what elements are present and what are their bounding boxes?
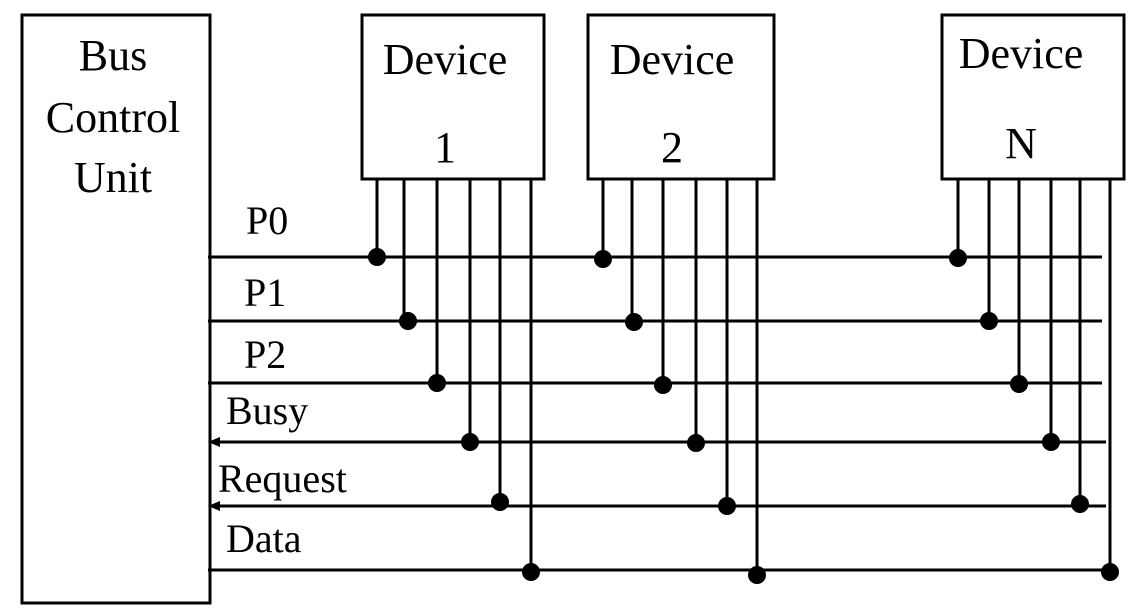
device-2: Device 2: [586, 13, 776, 181]
bus-line-busy-label: Busy: [226, 388, 308, 433]
device-n: Device N: [940, 13, 1126, 181]
bus-control-unit: Bus Control Unit: [20, 13, 212, 605]
device-2-junction-data: [748, 566, 766, 584]
device-1-junction-p1: [399, 312, 417, 330]
device-n-box: [940, 13, 1126, 181]
bus-line-p2: P2: [208, 332, 1102, 385]
device-n-junction-p1: [980, 312, 998, 330]
bus-control-unit-box: [20, 13, 212, 605]
bus-control-unit-label-line-1: Bus: [79, 31, 147, 80]
device-2-junction-p1: [625, 313, 643, 331]
device-2-taps: [594, 179, 766, 584]
bus-line-busy: Busy: [208, 388, 1106, 447]
device-n-name: Device: [959, 29, 1084, 78]
bus-line-p1-label: P1: [244, 270, 286, 315]
bus-line-p0: P0: [208, 198, 1102, 259]
device-1-box: [360, 13, 546, 181]
device-1-junction-busy: [461, 433, 479, 451]
bus-line-data-label: Data: [226, 516, 302, 561]
device-n-junction-data: [1101, 563, 1119, 581]
device-n-junction-p2: [1010, 375, 1028, 393]
device-1-junction-data: [522, 563, 540, 581]
device-2-box: [586, 13, 776, 181]
bus-line-p2-label: P2: [244, 332, 286, 377]
device-1-junction-p0: [368, 248, 386, 266]
device-2-junction-p0: [594, 250, 612, 268]
device-2-name: Device: [610, 35, 735, 84]
bus-line-p0-label: P0: [246, 198, 288, 243]
device-2-index: 2: [661, 123, 683, 172]
bus-line-request-arrowhead: [208, 501, 220, 511]
bus-line-busy-arrowhead: [208, 437, 220, 447]
bus-line-request: Request: [208, 456, 1106, 511]
device-2-junction-busy: [687, 434, 705, 452]
device-1-junction-p2: [428, 374, 446, 392]
device-2-junction-request: [718, 497, 736, 515]
device-1-index: 1: [434, 123, 456, 172]
bus-line-data: Data: [208, 516, 1112, 572]
device-n-junction-p0: [949, 249, 967, 267]
device-1-junction-request: [491, 493, 509, 511]
device-2-junction-p2: [654, 376, 672, 394]
device-1: Device 1: [360, 13, 546, 181]
device-n-junction-busy: [1042, 433, 1060, 451]
device-n-index: N: [1005, 119, 1037, 168]
bus-line-p1: P1: [208, 270, 1102, 323]
bus-line-request-label: Request: [218, 456, 347, 501]
device-1-name: Device: [383, 35, 508, 84]
device-n-junction-request: [1071, 495, 1089, 513]
bus-control-unit-label-line-3: Unit: [74, 153, 152, 202]
device-1-taps: [368, 179, 540, 581]
bus-control-unit-label-line-2: Control: [46, 93, 180, 142]
device-n-taps: [949, 179, 1119, 581]
